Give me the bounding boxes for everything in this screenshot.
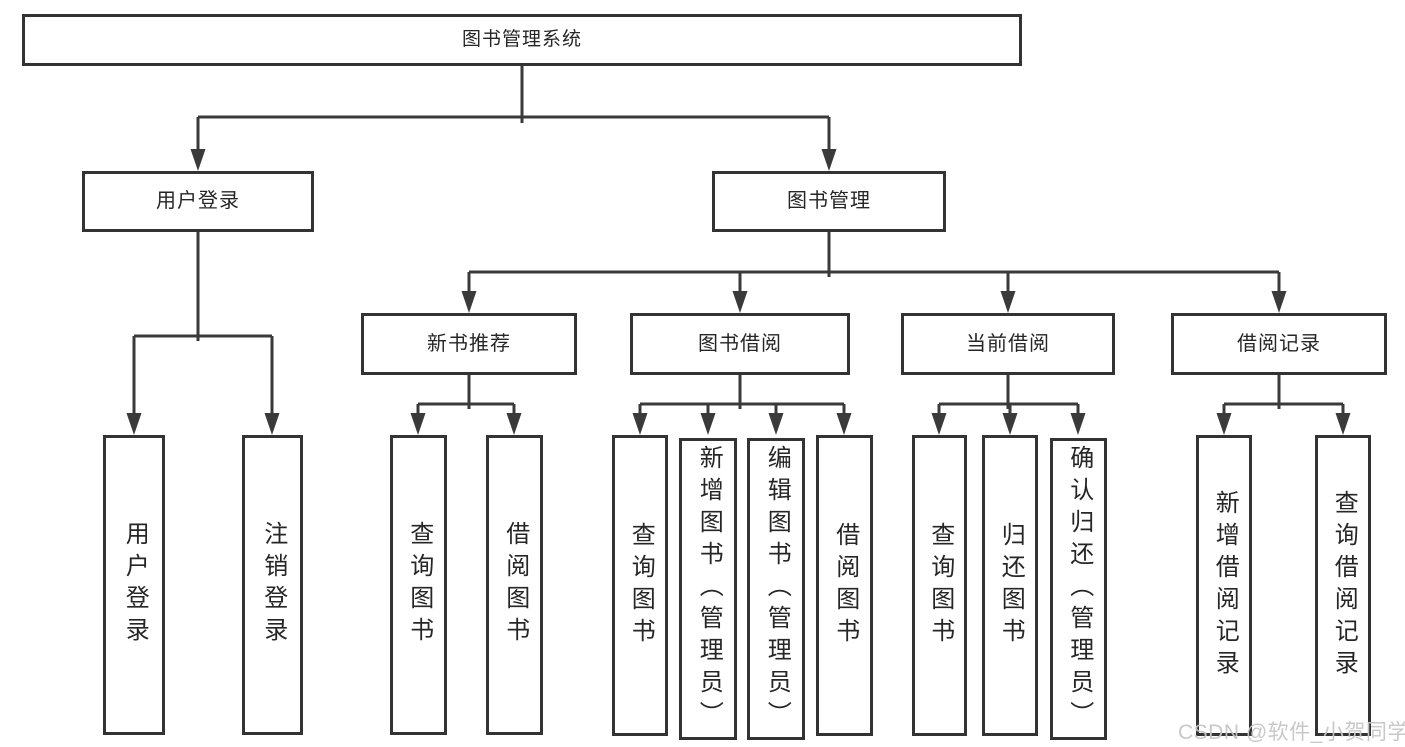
leaf-add-book-admin: 新增图书（管理员）: [679, 438, 737, 740]
node-book-borrow: 图书借阅: [630, 313, 850, 375]
leaf-query-book-current: 查询图书: [912, 435, 967, 736]
leaf-borrow-book-recommend: 借阅图书: [486, 435, 543, 735]
leaf-query-book-borrow: 查询图书: [612, 435, 668, 736]
leaf-query-book-recommend: 查询图书: [390, 435, 447, 735]
arrowheads: [126, 149, 1351, 435]
node-root-system: 图书管理系统: [22, 14, 1022, 66]
leaf-confirm-return-admin: 确认归还（管理员）: [1050, 438, 1107, 740]
leaf-edit-book-admin: 编辑图书（管理员）: [747, 438, 805, 740]
leaf-return-book: 归还图书: [982, 435, 1038, 736]
leaf-add-borrow-record: 新增借阅记录: [1196, 435, 1252, 736]
node-new-book-recommend: 新书推荐: [361, 313, 577, 375]
node-user-login: 用户登录: [82, 171, 314, 232]
csdn-watermark: CSDN @软件_小贺同学: [1178, 721, 1405, 744]
leaf-query-borrow-record: 查询借阅记录: [1315, 435, 1371, 736]
node-borrow-records: 借阅记录: [1171, 313, 1387, 375]
leaf-user-login: 用户登录: [103, 435, 165, 735]
leaf-borrow-book: 借阅图书: [816, 435, 873, 736]
leaf-logout: 注销登录: [242, 435, 303, 735]
node-book-management: 图书管理: [712, 171, 946, 232]
node-current-borrow: 当前借阅: [901, 313, 1115, 375]
